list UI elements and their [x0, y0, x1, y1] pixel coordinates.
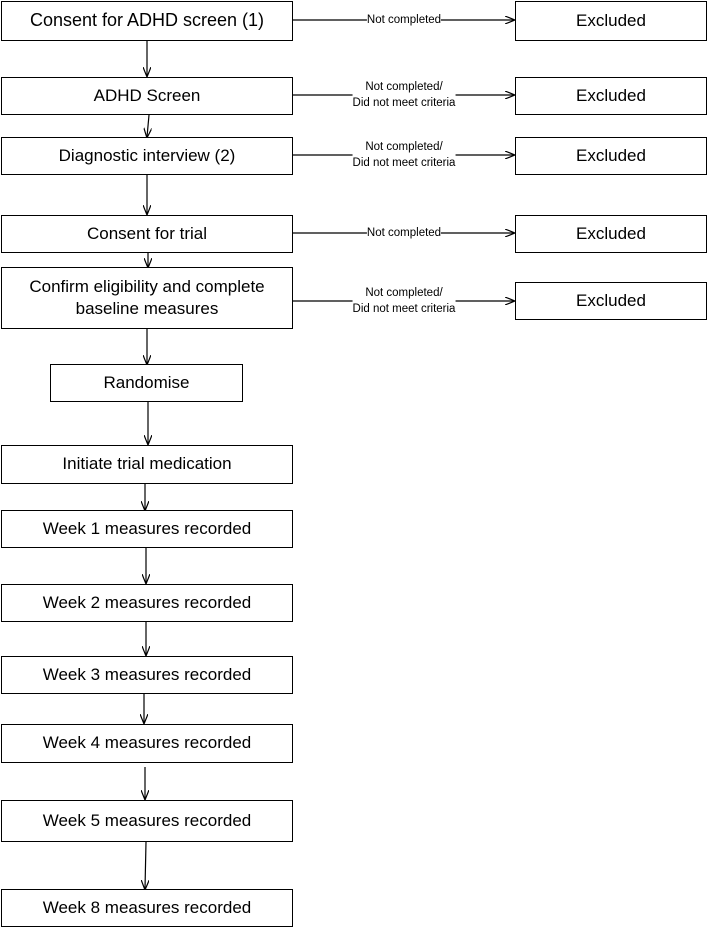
- arrow-week5-to-week8: [145, 841, 146, 889]
- excluded-box: Excluded: [515, 215, 707, 253]
- excluded-box: Excluded: [515, 137, 707, 175]
- step-week-5: Week 5 measures recorded: [1, 800, 293, 842]
- exit-reason-label: Not completed: [366, 11, 442, 29]
- exit-reason-label: Not completed/ Did not meet criteria: [352, 78, 456, 112]
- step-week-1: Week 1 measures recorded: [1, 510, 293, 548]
- excluded-box: Excluded: [515, 1, 707, 41]
- step-week-2: Week 2 measures recorded: [1, 584, 293, 622]
- step-week-8: Week 8 measures recorded: [1, 889, 293, 927]
- exit-reason-label: Not completed/ Did not meet criteria: [352, 284, 456, 318]
- step-initiate-medication: Initiate trial medication: [1, 445, 293, 484]
- excluded-box: Excluded: [515, 77, 707, 115]
- exit-reason-label: Not completed: [366, 224, 442, 242]
- exit-reason-label: Not completed/ Did not meet criteria: [352, 138, 456, 172]
- step-diagnostic-interview: Diagnostic interview (2): [1, 137, 293, 175]
- step-randomise: Randomise: [50, 364, 243, 402]
- excluded-box: Excluded: [515, 282, 707, 320]
- step-consent-adhd-screen: Consent for ADHD screen (1): [1, 1, 293, 41]
- step-adhd-screen: ADHD Screen: [1, 77, 293, 115]
- step-week-4: Week 4 measures recorded: [1, 724, 293, 763]
- step-consent-for-trial: Consent for trial: [1, 215, 293, 253]
- step-week-3: Week 3 measures recorded: [1, 656, 293, 694]
- arrow-screen-to-interview: [147, 114, 149, 137]
- step-confirm-eligibility: Confirm eligibility and complete baselin…: [1, 267, 293, 329]
